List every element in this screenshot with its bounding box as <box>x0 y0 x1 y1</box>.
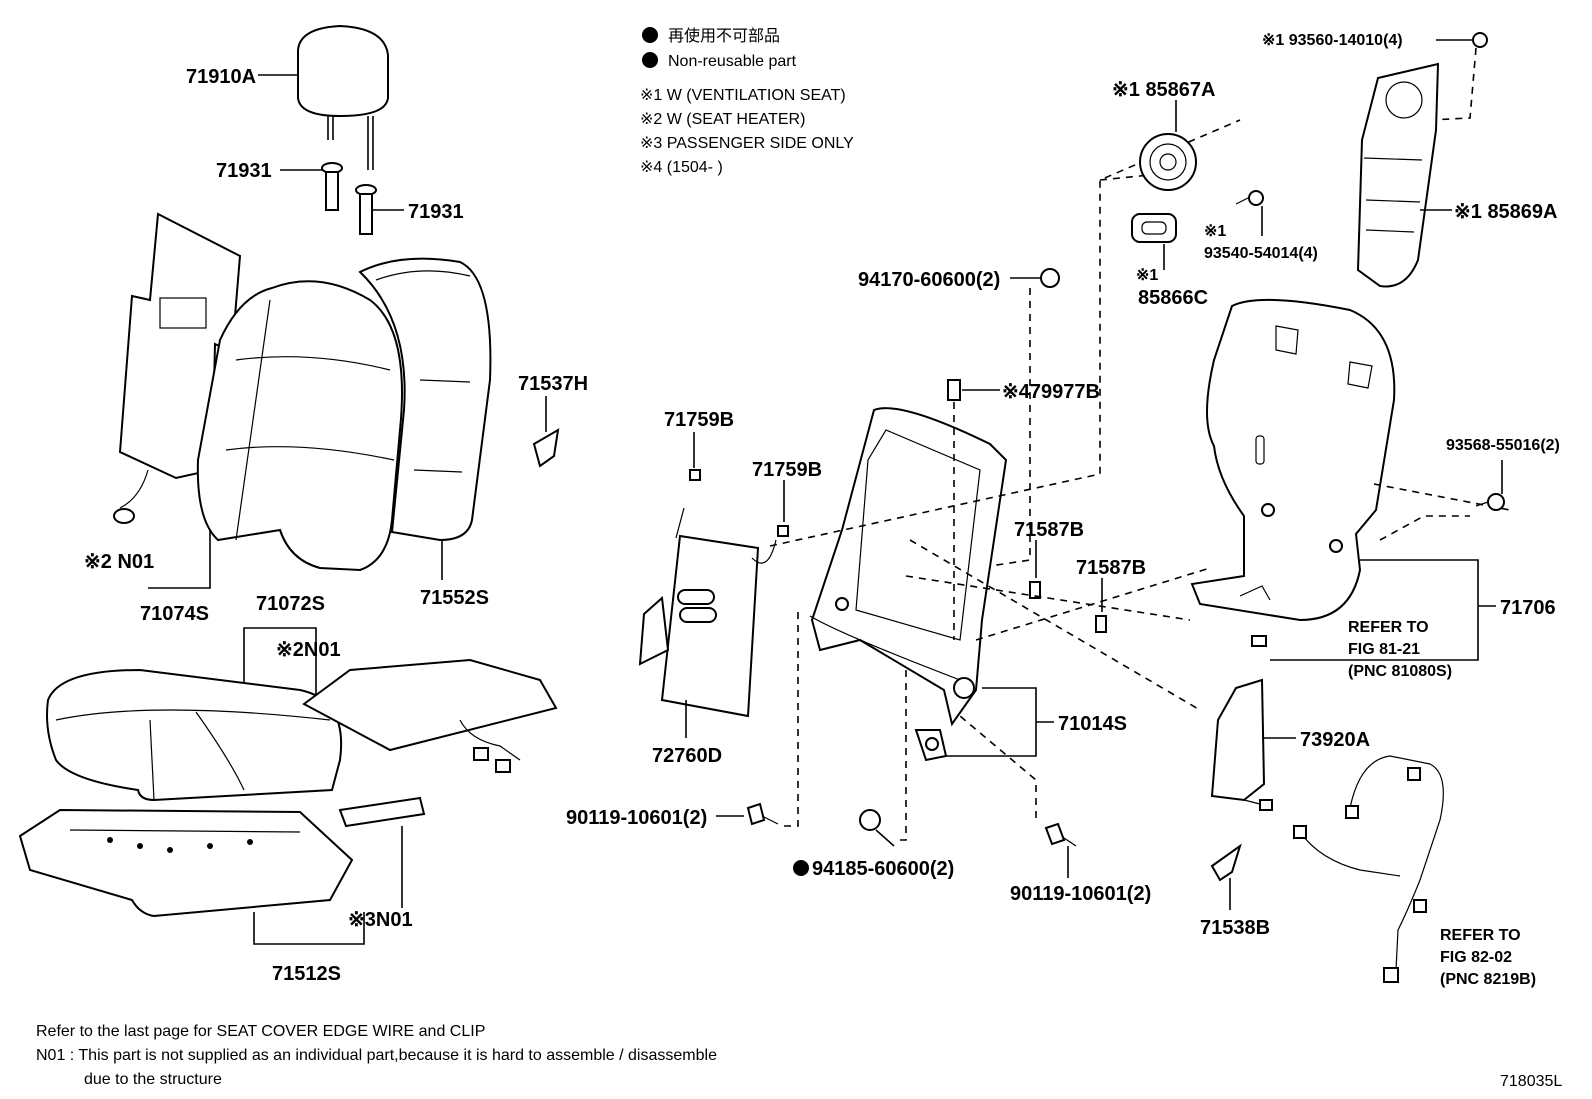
ref1-line3: (PNC 81080S) <box>1348 663 1452 680</box>
legend-note-4: ※4 (1504- ) <box>640 159 723 176</box>
lumbar-support-72760D[interactable] <box>638 507 777 718</box>
label-71587B-a: 71587B <box>1014 519 1084 541</box>
label-85867A: ※1 85867A <box>1112 79 1216 101</box>
seat-cushion-pad[interactable] <box>18 808 354 918</box>
label-90119-a: 90119-10601(2) <box>566 807 707 829</box>
ref2-line1: REFER TO <box>1440 927 1521 944</box>
headrest[interactable] <box>297 24 389 170</box>
label-71072S: 71072S <box>256 593 325 615</box>
air-duct-85869A[interactable] <box>1356 62 1440 288</box>
label-71552S: 71552S <box>420 587 489 609</box>
non-reusable-bullet-icon <box>642 27 658 43</box>
ref2-line3: (PNC 8219B) <box>1440 971 1536 988</box>
label-71587B-b: 71587B <box>1076 557 1146 579</box>
label-71538B: 71538B <box>1200 917 1270 939</box>
seatback-frame-71014S[interactable] <box>809 407 1008 727</box>
screw-93560[interactable] <box>1472 32 1488 48</box>
label-71759B-a: 71759B <box>664 409 734 431</box>
label-85869A: ※1 85869A <box>1454 201 1558 223</box>
nut-94185[interactable] <box>859 809 881 831</box>
footer-line-1: Refer to the last page for SEAT COVER ED… <box>36 1023 485 1040</box>
occupant-sensor-bracket[interactable] <box>338 796 426 828</box>
legend-jp: 再使用不可部品 <box>668 27 780 45</box>
label-71910A: 71910A <box>186 66 256 88</box>
label-n01-b: ※2N01 <box>276 639 341 661</box>
bolt-90119-b[interactable] <box>1044 822 1077 847</box>
footer-notes: Refer to the last page for SEAT COVER ED… <box>36 1023 1562 1090</box>
legend-note-1: ※1 W (VENTILATION SEAT) <box>640 87 846 104</box>
frame-bracket[interactable] <box>914 729 948 762</box>
fan-gasket-85866C[interactable] <box>1131 213 1177 243</box>
label-79977B: ※479977B <box>1002 381 1100 403</box>
seatback-board-71706[interactable] <box>1190 298 1396 647</box>
headrest-support-left[interactable] <box>321 162 343 211</box>
label-71512S: 71512S <box>272 963 341 985</box>
refer-fig-82-02[interactable]: REFER TO FIG 82-02 (PNC 8219B) <box>1440 927 1536 988</box>
label-94185: 94185-60600(2) <box>812 858 954 880</box>
screw-93540[interactable] <box>1235 190 1264 206</box>
trim-clip-71537H[interactable] <box>532 428 560 468</box>
bolt-90119-a[interactable] <box>746 802 779 826</box>
hook-71759B-a[interactable] <box>689 469 701 481</box>
label-72760D: 72760D <box>652 745 722 767</box>
side-airbag-73920A[interactable] <box>1210 678 1273 811</box>
label-71537H: 71537H <box>518 373 588 395</box>
headrest-support-right[interactable] <box>355 184 377 235</box>
seatback-pad[interactable] <box>358 257 492 542</box>
footer-line-2: N01 : This part is not supplied as an in… <box>36 1047 717 1064</box>
label-n01-a: ※2 N01 <box>84 551 154 573</box>
footer-line-3: due to the structure <box>84 1071 222 1088</box>
non-reusable-bullet-icon <box>642 52 658 68</box>
legend-en: Non-reusable part <box>668 53 797 70</box>
label-71014S: 71014S <box>1058 713 1127 735</box>
legend: 再使用不可部品 Non-reusable part ※1 W (VENTILAT… <box>640 27 854 176</box>
figure-code: 718035L <box>1500 1073 1562 1090</box>
clip-71538B[interactable] <box>1210 843 1242 882</box>
label-71931-a: 71931 <box>216 160 272 182</box>
refer-fig-81-21[interactable]: REFER TO FIG 81-21 (PNC 81080S) <box>1348 619 1452 680</box>
clip-71587B-b[interactable] <box>1095 615 1107 633</box>
ref2-line2: FIG 82-02 <box>1440 949 1512 966</box>
ref1-line2: FIG 81-21 <box>1348 641 1420 658</box>
non-reusable-bullet-icon <box>793 860 809 876</box>
label-94170: 94170-60600(2) <box>858 269 1000 291</box>
hook-71759B-b[interactable] <box>777 525 789 537</box>
clip-71587B-a[interactable] <box>1029 581 1041 599</box>
label-85866C: 85866C <box>1138 287 1208 309</box>
label-71074S: 71074S <box>140 603 209 625</box>
label-71931-b: 71931 <box>408 201 464 223</box>
label-71706: 71706 <box>1500 597 1556 619</box>
label-71759B-b: 71759B <box>752 459 822 481</box>
mark-85866C: ※1 <box>1136 267 1158 284</box>
ref1-line1: REFER TO <box>1348 619 1429 636</box>
screw-93568[interactable] <box>1475 493 1505 511</box>
label-93560: ※1 93560-14010(4) <box>1262 32 1403 49</box>
mark-93540: ※1 <box>1204 223 1226 240</box>
legend-note-3: ※3 PASSENGER SIDE ONLY <box>640 135 854 152</box>
label-93568: 93568-55016(2) <box>1446 437 1560 454</box>
seat-cushion-cover[interactable] <box>46 668 343 802</box>
nut-94170[interactable] <box>1040 268 1060 288</box>
clip-79977B[interactable] <box>947 379 961 401</box>
label-93540: 93540-54014(4) <box>1204 245 1318 262</box>
legend-note-2: ※2 W (SEAT HEATER) <box>640 111 805 128</box>
seatback-cover[interactable] <box>196 280 403 572</box>
ventilation-fan-85867A[interactable] <box>1139 133 1197 191</box>
wire-harness[interactable] <box>1293 755 1444 983</box>
label-73920A: 73920A <box>1300 729 1370 751</box>
label-n01-c: ※3N01 <box>348 909 413 931</box>
seat-cushion-heater[interactable] <box>302 658 558 773</box>
label-90119-b: 90119-10601(2) <box>1010 883 1151 905</box>
